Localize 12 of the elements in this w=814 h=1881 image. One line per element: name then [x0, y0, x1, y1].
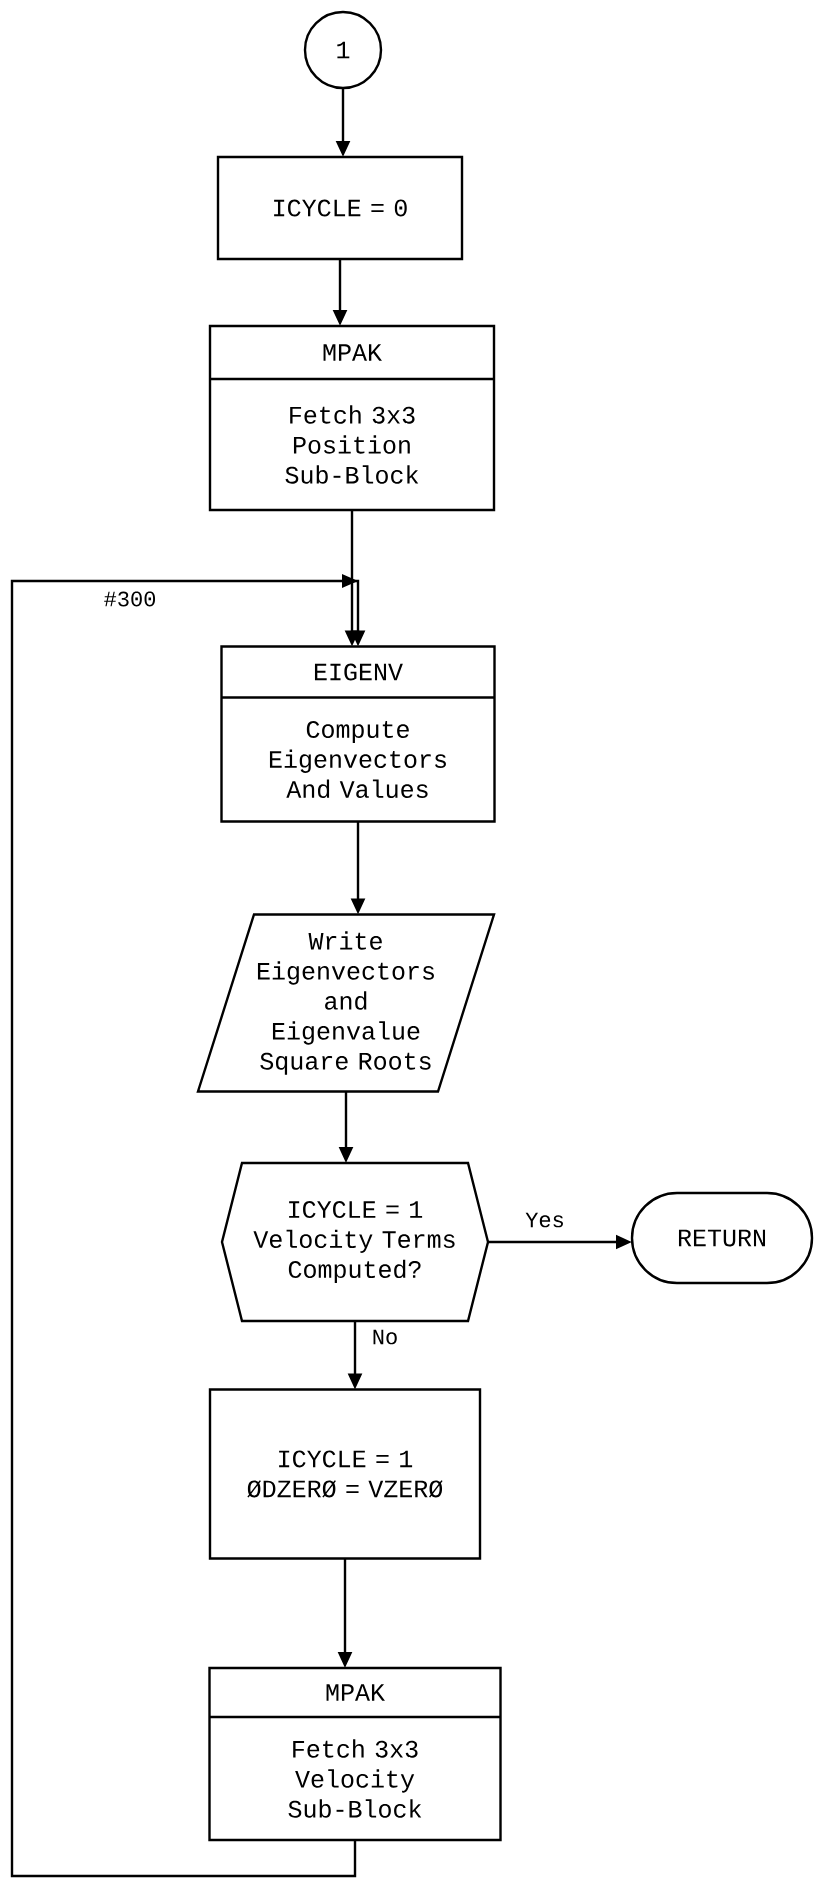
edge-label: Yes — [523, 1210, 567, 1230]
edge-label: #300 — [101, 589, 159, 609]
process-box: MPAK Fetch 3x3 Velocity Sub-Block — [208, 1666, 502, 1842]
edge-label: No — [369, 1327, 401, 1347]
process-box: MPAK Fetch 3x3 Position Sub-Block — [208, 324, 496, 512]
io-parallelogram: Write Eigenvectors and Eigenvalue Square Roots — [196, 913, 496, 1093]
decision-hexagon: ICYCLE = 1 Velocity Terms Computed? — [220, 1161, 490, 1323]
arrow — [10, 574, 366, 1878]
process-box: ICYCLE = 0 — [216, 155, 464, 261]
terminal-box: RETURN — [630, 1191, 814, 1285]
process-box: ICYCLE = 1 ØDZERØ = VZERØ — [208, 1388, 482, 1560]
process-box: EIGENV Compute Eigenvectors And Values — [220, 645, 496, 823]
